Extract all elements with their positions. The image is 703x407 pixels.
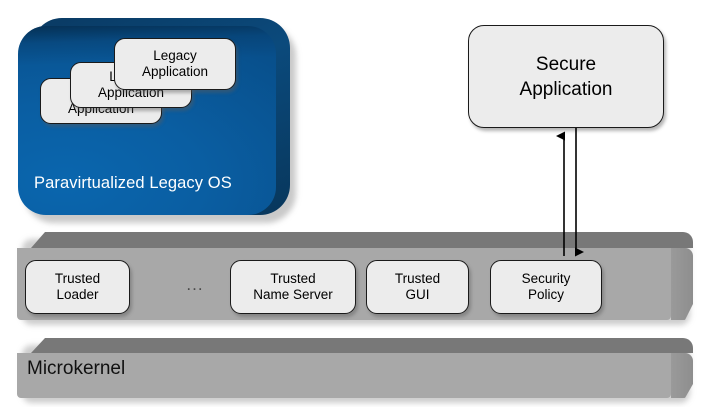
paravirtualized-legacy-os-label: Paravirtualized Legacy OS (34, 174, 232, 192)
legacy-app-front-line1: Legacy (153, 48, 197, 63)
security-policy-line2: Policy (527, 287, 564, 302)
services-bar-right-bevel (671, 248, 693, 320)
trusted-name-server-line2: Name Server (253, 287, 333, 302)
legacy-application-box-front[interactable]: Legacy Application (114, 38, 236, 90)
microkernel-bar-right-bevel (671, 353, 693, 398)
legacy-app-front-line2: Application (141, 64, 209, 79)
microkernel-bar-top-bevel (31, 338, 693, 353)
trusted-loader-line2: Loader (56, 287, 99, 302)
security-policy-box[interactable]: Security Policy (490, 260, 602, 314)
microkernel-bar (17, 338, 693, 403)
microkernel-label: Microkernel (27, 358, 126, 379)
trusted-gui-line1: Trusted (394, 271, 441, 286)
secure-application-line2: Application (519, 78, 613, 100)
services-bar-top-bevel (31, 232, 693, 248)
trusted-name-server-box[interactable]: Trusted Name Server (230, 260, 356, 314)
trusted-gui-box[interactable]: Trusted GUI (366, 260, 469, 314)
trusted-name-server-line1: Trusted (270, 271, 316, 286)
secure-application-box[interactable]: Secure Application (468, 25, 664, 128)
trusted-loader-line1: Trusted (54, 271, 101, 286)
trusted-gui-line2: GUI (405, 287, 430, 302)
security-policy-line1: Security (521, 271, 571, 286)
services-ellipsis: ... (186, 275, 204, 294)
microkernel-bar-front-face (17, 353, 671, 398)
secure-application-line1: Secure (535, 53, 597, 75)
trusted-loader-box[interactable]: Trusted Loader (25, 260, 130, 314)
